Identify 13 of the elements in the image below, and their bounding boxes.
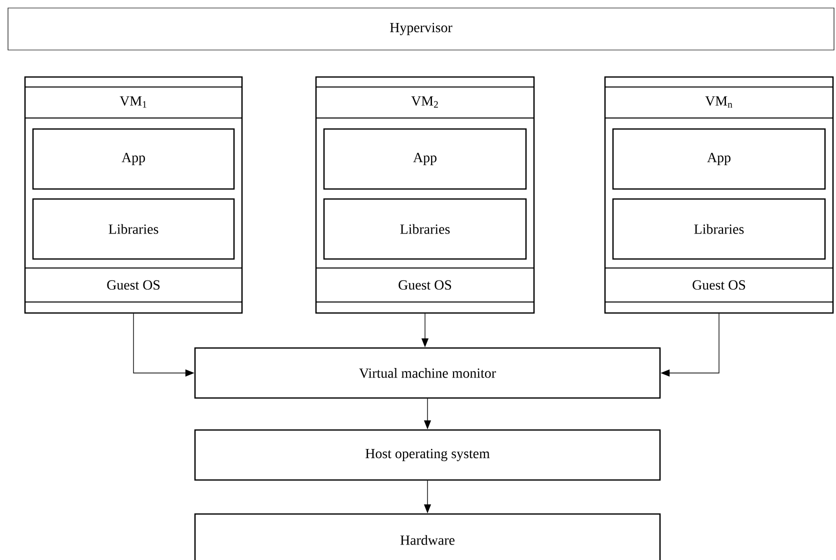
- component-box: Libraries: [32, 198, 235, 260]
- guest-os-band: Guest OS: [316, 268, 534, 302]
- guest-os-band: Guest OS: [24, 268, 242, 302]
- component-box: App: [323, 128, 527, 190]
- component-box: Libraries: [612, 198, 826, 260]
- layer-box: Host operating system: [194, 429, 661, 481]
- hypervisor-box: Hypervisor: [8, 8, 834, 50]
- component-box: App: [32, 128, 235, 190]
- component-box: Libraries: [323, 198, 527, 260]
- component-box: App: [612, 128, 826, 190]
- layer-box: Virtual machine monitor: [194, 347, 661, 399]
- guest-os-band: Guest OS: [604, 268, 834, 302]
- layer-box: Hardware: [194, 513, 661, 560]
